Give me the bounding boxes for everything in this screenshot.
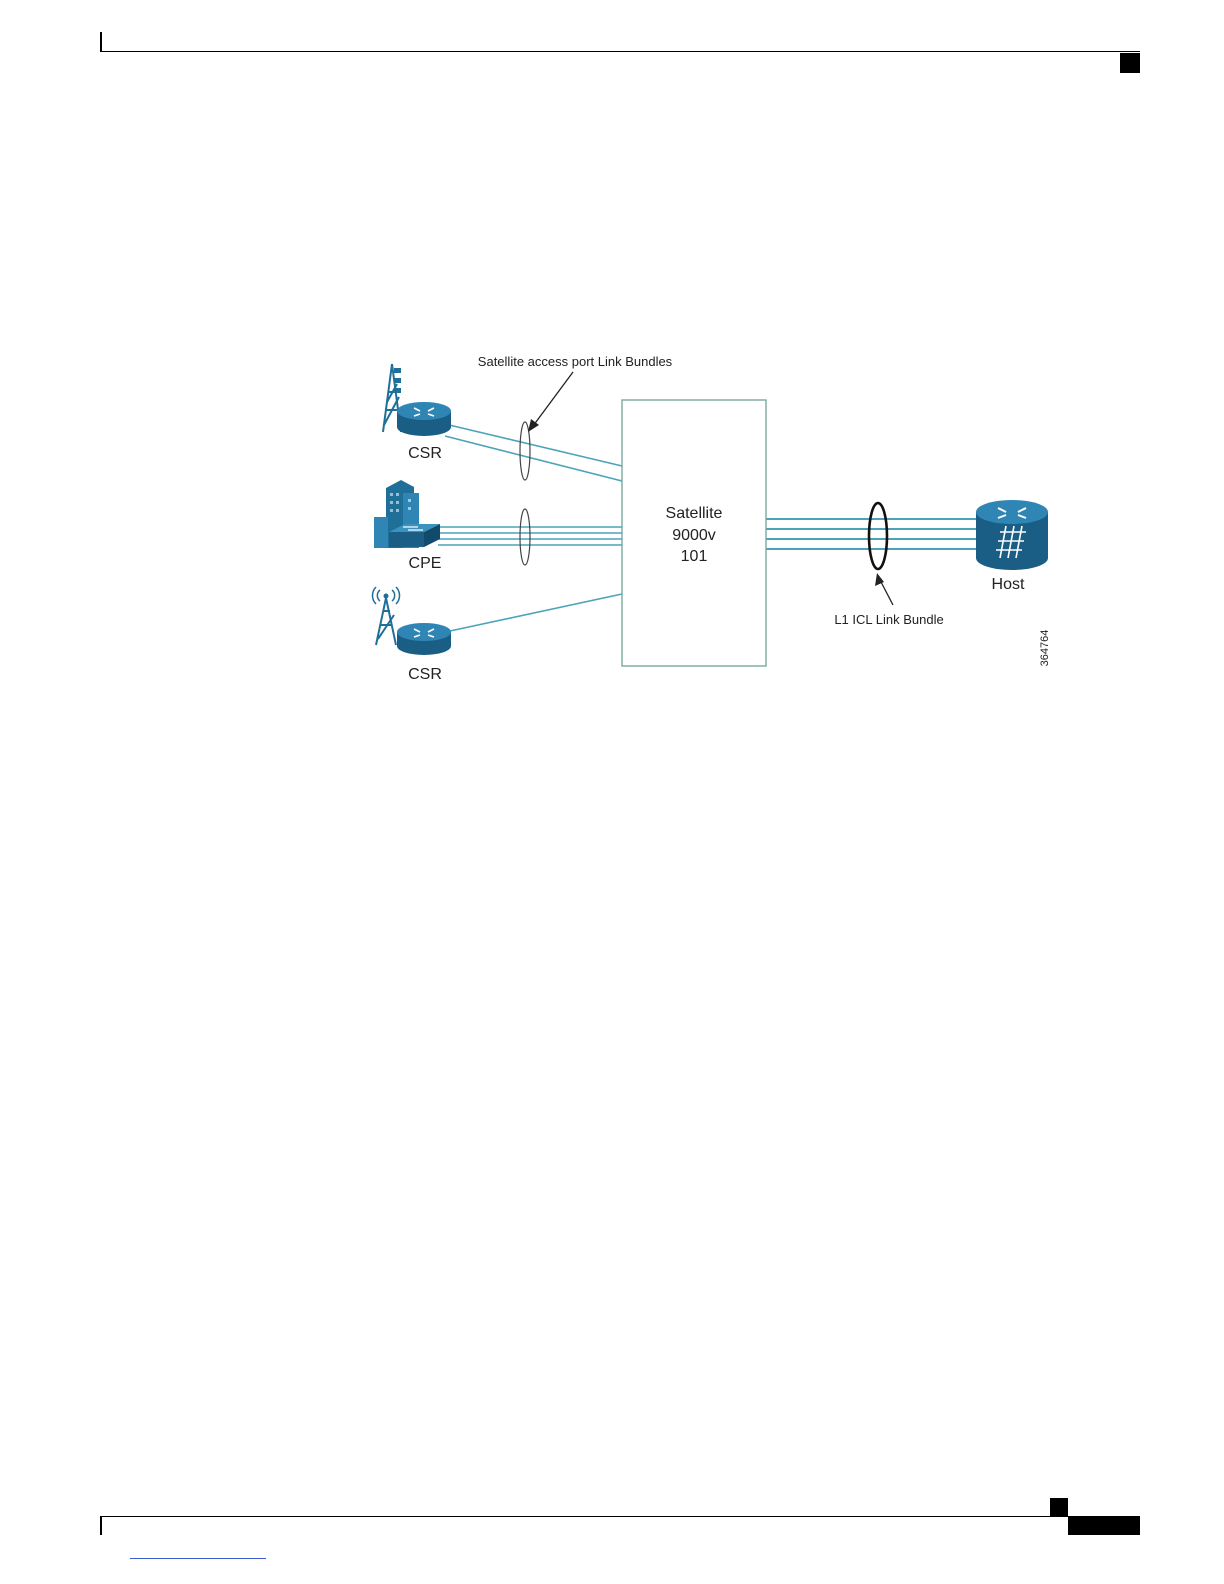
csr-top-link-1: [445, 424, 622, 466]
icl-bundle-ellipse: [869, 503, 887, 569]
access-bundle-arrow: [528, 372, 573, 432]
csr-top-label: CSR: [408, 445, 442, 462]
csr-top-link-2: [445, 436, 622, 481]
icl-bundle-arrow: [875, 573, 893, 605]
csr-bottom-link: [450, 594, 622, 631]
figure-id: 364764: [1039, 630, 1051, 667]
satellite-label-line2: 9000v: [672, 527, 716, 544]
cell-tower-router-icon: [372, 587, 451, 655]
access-bundles-annotation: Satellite access port Link Bundles: [478, 354, 673, 369]
satellite-label-line1: Satellite: [666, 505, 723, 522]
cpe-label: CPE: [409, 555, 442, 572]
building-switch-icon: [374, 480, 440, 548]
access-bundle-ellipse-middle: [520, 509, 530, 565]
csr-bottom-label: CSR: [408, 666, 442, 683]
satellite-label-line3: 101: [681, 548, 708, 565]
host-router-icon: [976, 500, 1048, 570]
icl-bundle-annotation: L1 ICL Link Bundle: [834, 612, 943, 627]
host-label: Host: [992, 576, 1025, 593]
cell-tower-router-icon: [383, 364, 451, 436]
icl-links: [766, 519, 978, 549]
